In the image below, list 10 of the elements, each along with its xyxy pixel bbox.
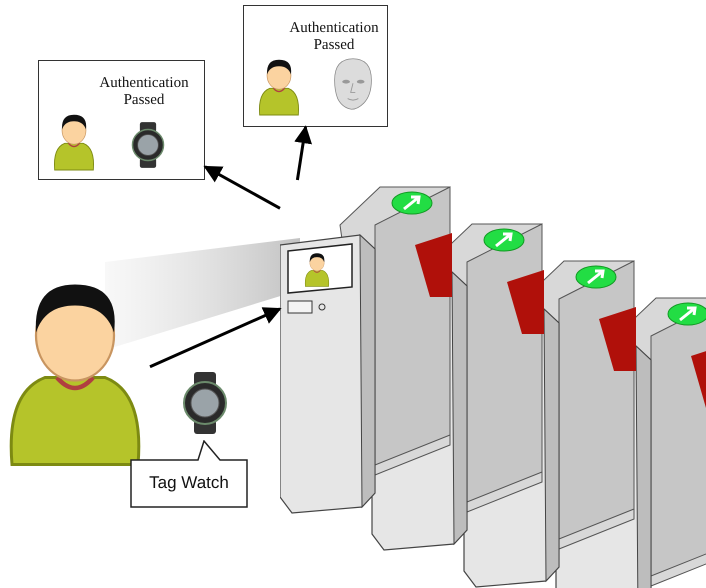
- arrow: [203, 165, 281, 210]
- status-text: Authentication Passed: [98, 75, 190, 109]
- status-panel: [38, 60, 205, 180]
- callout-bubble: [130, 440, 248, 508]
- arrow: [294, 125, 312, 180]
- callout-text: Tag Watch: [148, 473, 230, 493]
- watch-icon: [182, 372, 228, 434]
- arrow: [149, 307, 282, 368]
- status-text: Authentication Passed: [288, 20, 380, 54]
- status-panel: [243, 5, 388, 127]
